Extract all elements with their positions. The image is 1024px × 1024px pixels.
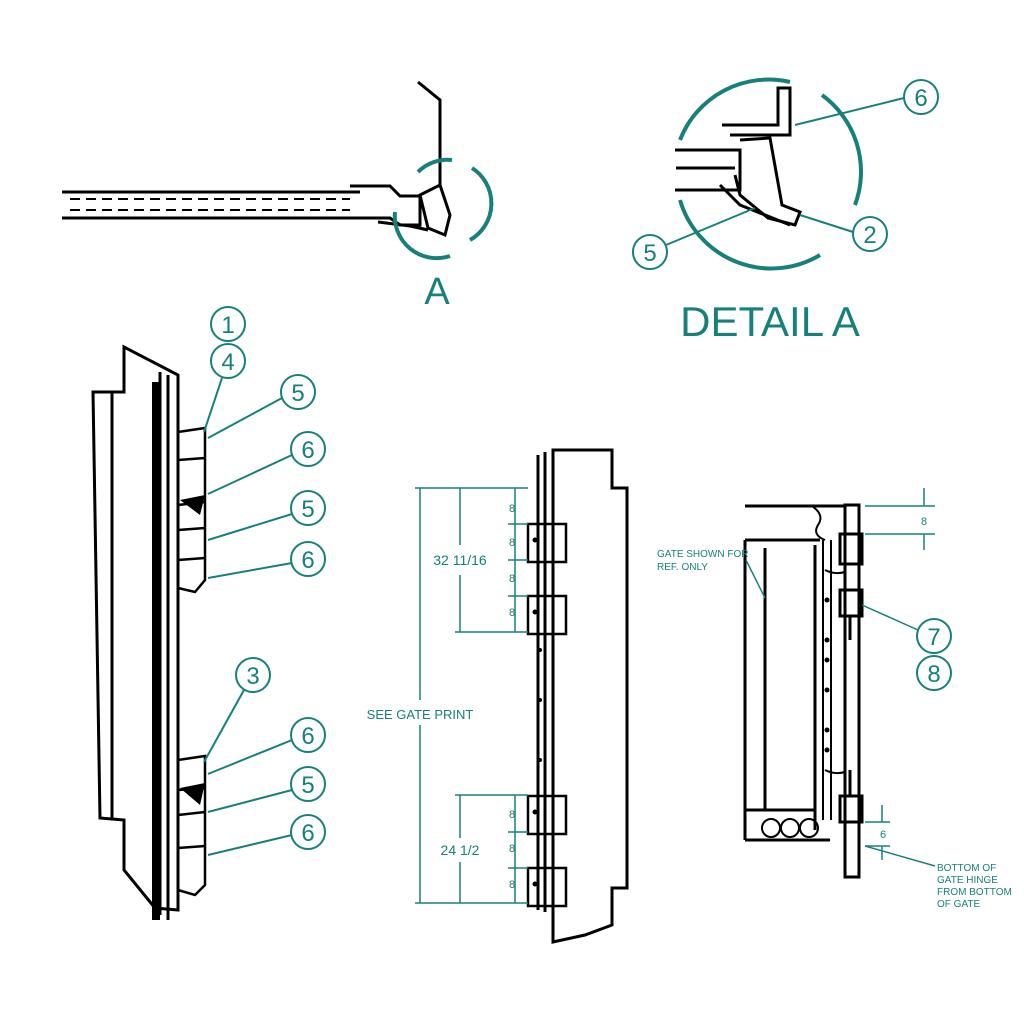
svg-text:5: 5 [301,772,314,799]
hinge-dim-4: 8 [509,607,515,619]
callout-6: 6 [794,79,939,126]
detail-title: DETAIL A [680,298,860,345]
callout-6-bottom: 6 [207,814,326,856]
svg-text:6: 6 [301,723,314,750]
gate-dim-bottom: 6 [880,829,886,841]
hinge-dim-6: 8 [509,843,515,855]
note-bottom-line1: BOTTOM OF [937,863,996,874]
hinge-dim-5: 8 [509,809,515,821]
callout-1: 1 [210,306,246,342]
callout-6-upper: 6 [207,431,326,495]
front-view: 32 11/16 24 1/2 SEE GATE PRINT 8 8 8 8 8… [367,448,629,944]
callout-7: 7 [916,618,952,654]
callout-6-mid: 6 [207,541,326,579]
svg-text:5: 5 [291,380,304,407]
svg-text:2: 2 [863,222,876,249]
hinge-dim-3: 8 [509,573,515,585]
svg-text:1: 1 [221,312,234,339]
svg-text:8: 8 [927,661,940,688]
callout-5-upper: 5 [207,374,316,439]
callout-2: 2 [799,214,888,252]
gate-dim-top: 8 [921,516,927,528]
svg-text:5: 5 [643,240,656,267]
dim-lower-label: 24 1/2 [441,842,480,858]
callout-6-lower: 6 [207,717,326,775]
svg-text:6: 6 [301,547,314,574]
svg-text:3: 3 [246,663,259,690]
hinge-dim-1: 8 [509,503,515,515]
dim-upper-label: 32 11/16 [433,552,487,568]
callout-5: 5 [632,207,756,270]
detail-marker: A [424,271,450,313]
side-view: 1 4 5 6 5 6 3 [91,306,326,920]
callout-3: 3 [203,657,271,763]
gate-view: 8 6 GATE SHOWN FOR REF. ONLY BOTTOM OF G… [657,488,1012,910]
callout-5-mid: 5 [207,490,326,541]
dim-overall-label: SEE GATE PRINT [367,707,474,722]
svg-text:6: 6 [301,437,314,464]
hinge-dim-2: 8 [509,537,515,549]
note-gate-line1: GATE SHOWN FOR [657,549,748,560]
svg-text:6: 6 [301,820,314,847]
note-bottom-line2: GATE HINGE [937,875,998,886]
svg-text:6: 6 [914,85,927,112]
note-bottom-line3: FROM BOTTOM [937,887,1012,898]
callout-8: 8 [916,655,952,691]
note-gate-line2: REF. ONLY [657,562,708,573]
plan-view: A [62,80,494,313]
svg-text:4: 4 [221,349,234,376]
svg-text:5: 5 [301,496,314,523]
detail-circle-a [416,157,453,174]
note-bottom-line4: OF GATE [937,899,980,910]
detail-a-view: 6 2 5 DETAIL A [632,77,939,345]
svg-text:7: 7 [927,624,940,651]
hinge-dim-7: 8 [509,879,515,891]
callout-4: 4 [203,343,246,433]
callout-5-lower: 5 [207,766,326,813]
